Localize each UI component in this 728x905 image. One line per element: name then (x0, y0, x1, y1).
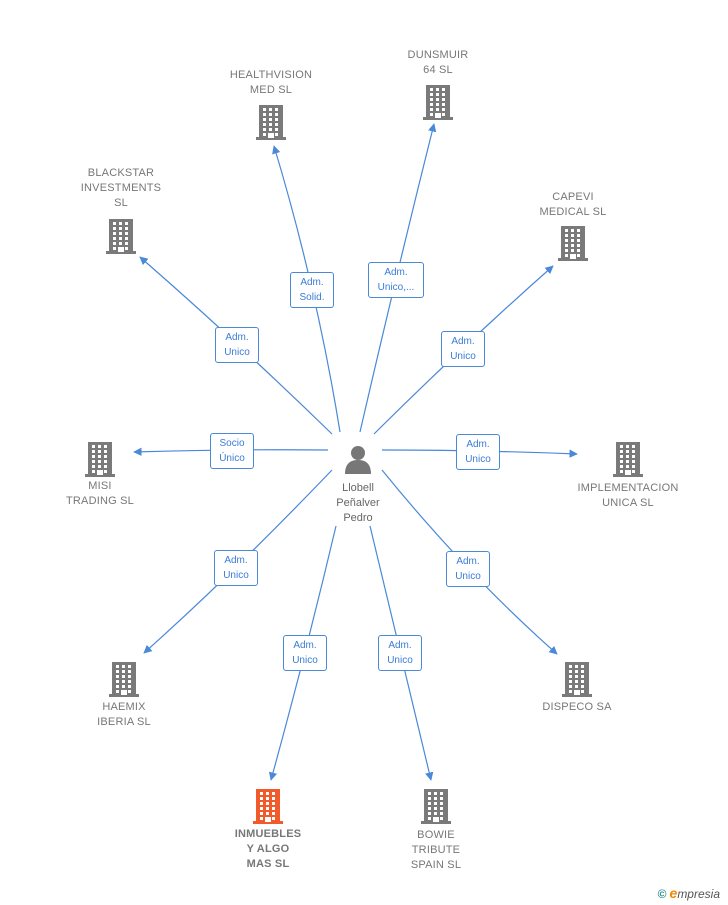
relation-label-capevi[interactable]: Adm. Unico (441, 331, 485, 367)
company-name: CAPEVI MEDICAL SL (539, 191, 607, 218)
company-node-capevi[interactable]: CAPEVI MEDICAL SL (498, 190, 648, 266)
building-icon (423, 85, 453, 120)
relation-label-implementacion[interactable]: Adm. Unico (456, 434, 500, 470)
relation-label-blackstar[interactable]: Adm. Unico (215, 327, 259, 363)
company-node-inmuebles[interactable]: INMUEBLES Y ALGO MAS SL (193, 788, 343, 872)
company-node-bowie[interactable]: BOWIE TRIBUTE SPAIN SL (361, 788, 511, 873)
relation-label-dunsmuir[interactable]: Adm. Unico,... (368, 262, 424, 298)
building-icon (106, 219, 136, 254)
building-icon (256, 105, 286, 140)
company-node-misi[interactable]: MISI TRADING SL (25, 441, 175, 509)
person-node[interactable] (318, 444, 398, 479)
copyright-icon: © (657, 887, 667, 901)
company-name: HAEMIX IBERIA SL (97, 701, 151, 728)
company-name: BOWIE TRIBUTE SPAIN SL (410, 829, 462, 871)
company-node-dunsmuir[interactable]: DUNSMUIR 64 SL (363, 48, 513, 125)
building-icon (613, 442, 643, 477)
empresia-logo: ©empresia (657, 885, 720, 901)
person-name: Llobell Peñalver Pedro (336, 482, 380, 524)
relation-label-dispeco[interactable]: Adm. Unico (446, 551, 490, 587)
building-icon (85, 442, 115, 477)
company-name: HEALTHVISION MED SL (229, 69, 313, 96)
company-name: DUNSMUIR 64 SL (407, 49, 469, 76)
company-name: INMUEBLES Y ALGO MAS SL (234, 828, 302, 870)
building-icon (109, 662, 139, 697)
company-node-dispeco[interactable]: DISPECO SA (502, 661, 652, 715)
relation-label-inmuebles[interactable]: Adm. Unico (283, 635, 327, 671)
company-name: IMPLEMENTACION UNICA SL (577, 482, 679, 509)
relation-label-misi[interactable]: Socio Único (210, 433, 254, 469)
building-icon (562, 662, 592, 697)
relation-label-bowie[interactable]: Adm. Unico (378, 635, 422, 671)
building-icon (253, 789, 283, 824)
company-node-healthvision[interactable]: HEALTHVISION MED SL (196, 68, 346, 145)
building-icon (558, 226, 588, 261)
company-node-implementacion[interactable]: IMPLEMENTACION UNICA SL (553, 441, 703, 511)
person-icon (345, 446, 371, 474)
company-name: MISI TRADING SL (65, 480, 134, 507)
building-icon (421, 789, 451, 824)
relation-label-haemix[interactable]: Adm. Unico (214, 550, 258, 586)
company-node-blackstar[interactable]: BLACKSTAR INVESTMENTS SL (46, 166, 196, 259)
company-name: BLACKSTAR INVESTMENTS SL (80, 167, 162, 209)
company-node-haemix[interactable]: HAEMIX IBERIA SL (49, 661, 199, 730)
relation-label-healthvision[interactable]: Adm. Solid. (290, 272, 334, 308)
company-name: DISPECO SA (542, 701, 612, 713)
